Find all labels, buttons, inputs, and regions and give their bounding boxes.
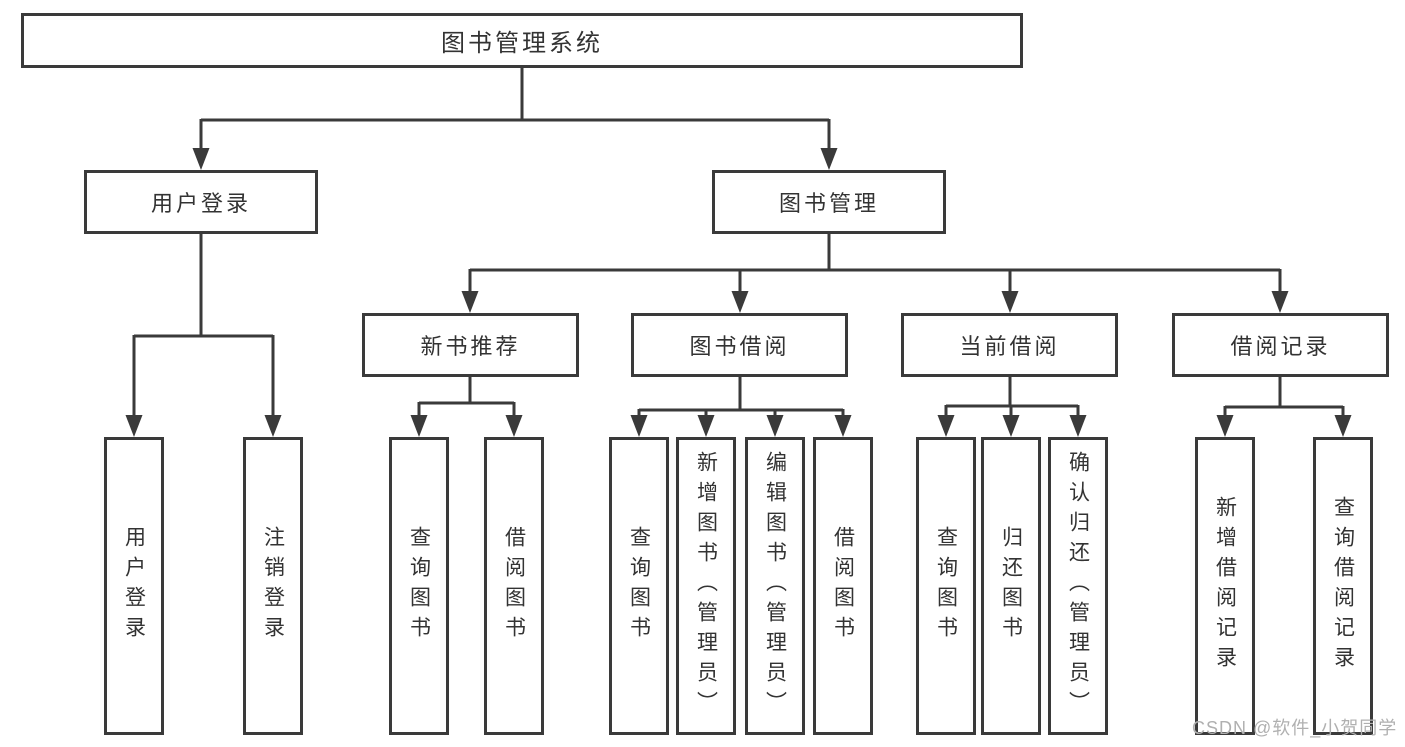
leaf-label: 查询借阅记录 [1331,496,1355,676]
leaf-label: 归还图书 [999,526,1023,646]
node-label: 图书管理系统 [441,30,603,57]
leaf-label: 编辑图书（管理员） [763,451,787,721]
node-label: 用户登录 [150,191,251,216]
leaf-label: 查询图书 [627,526,651,646]
node-user-login: 用户登录 [84,170,318,234]
leaf-edit-book-admin: 编辑图书（管理员） [745,437,805,735]
leaf-query-book-recommend: 查询图书 [389,437,449,735]
watermark: CSDN @软件_小贺同学 [1192,718,1398,738]
leaf-label: 借阅图书 [831,526,855,646]
node-new-book-recommend: 新书推荐 [362,313,579,377]
leaf-label: 新增图书（管理员） [694,451,718,721]
node-label: 借阅记录 [1230,334,1331,359]
leaf-borrow-book-recommend: 借阅图书 [484,437,544,735]
leaf-add-borrow-record: 新增借阅记录 [1195,437,1255,735]
leaf-return-book: 归还图书 [981,437,1041,735]
leaf-user-login: 用户登录 [104,437,164,735]
node-borrow-records: 借阅记录 [1172,313,1389,377]
node-label: 图书借阅 [689,334,790,359]
node-book-borrow: 图书借阅 [631,313,848,377]
leaf-label: 确认归还（管理员） [1066,451,1090,721]
leaf-query-book-current: 查询图书 [916,437,976,735]
node-label: 新书推荐 [420,334,521,359]
leaf-add-book-admin: 新增图书（管理员） [676,437,736,735]
leaf-label: 用户登录 [122,526,146,646]
leaf-label: 查询图书 [934,526,958,646]
node-label: 当前借阅 [959,334,1060,359]
node-current-borrow: 当前借阅 [901,313,1118,377]
leaf-label: 查询图书 [407,526,431,646]
leaf-confirm-return-admin: 确认归还（管理员） [1048,437,1108,735]
node-library-system: 图书管理系统 [21,13,1023,68]
leaf-query-borrow-record: 查询借阅记录 [1313,437,1373,735]
node-label: 图书管理 [778,191,879,216]
leaf-label: 借阅图书 [502,526,526,646]
leaf-label: 新增借阅记录 [1213,496,1237,676]
leaf-logout: 注销登录 [243,437,303,735]
leaf-label: 注销登录 [261,526,285,646]
leaf-borrow-book: 借阅图书 [813,437,873,735]
node-book-management: 图书管理 [712,170,946,234]
leaf-query-book-borrow: 查询图书 [609,437,669,735]
